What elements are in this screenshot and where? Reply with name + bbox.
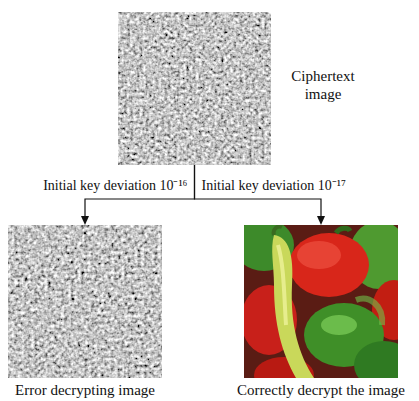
branch-arrow [195,165,326,225]
cipher-noise-image [118,12,271,165]
image-caption: Error decrypting image [15,381,155,399]
image-node: Ciphertext image [118,12,271,165]
branch-arrow [81,165,195,225]
edge-label: Initial key deviation 10⁻¹⁷ [201,178,347,195]
arrowhead [317,216,325,225]
image-node: Correctly decrypt the image [244,225,398,378]
image-caption: Correctly decrypt the image [237,381,405,399]
arrowhead [81,216,89,225]
edge-label: Initial key deviation 10⁻¹⁶ [42,178,188,195]
error-noise-image [8,225,162,378]
image-node: Error decrypting image [8,225,162,378]
image-label: Ciphertext image [281,67,365,103]
peppers-image [244,225,398,378]
